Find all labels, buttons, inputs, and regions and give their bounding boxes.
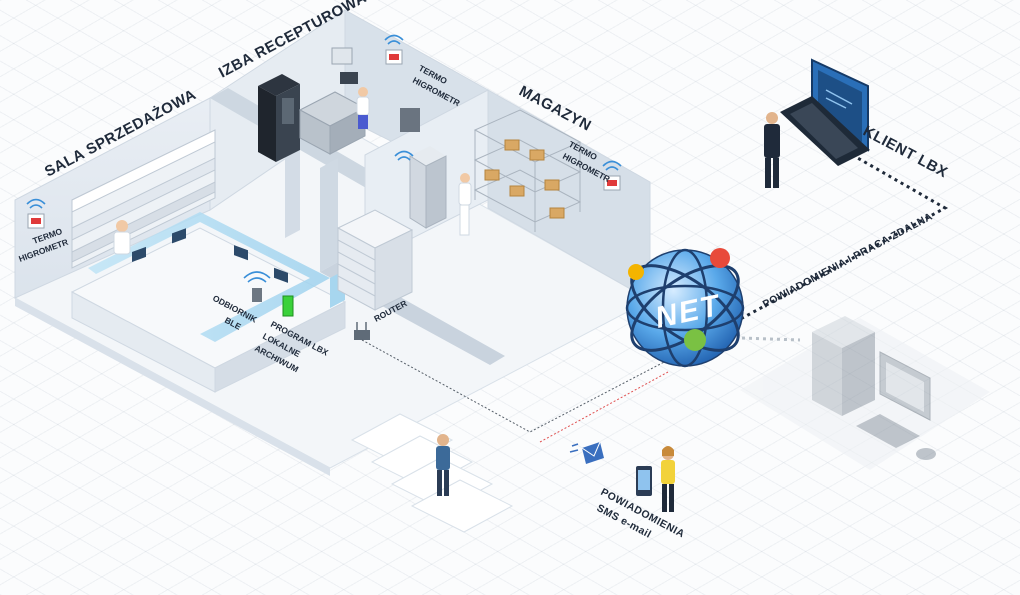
floor-edge-left [15,298,330,476]
net-globe [625,248,745,368]
remote-label: POWIADOMIENIA I PRACA ZDALNA [761,211,935,311]
line-net-to-pc [741,336,801,342]
sensor-prescription [384,34,404,65]
wall-partition [210,88,395,196]
program-lbx-device [282,295,294,317]
wall-warehouse-front [320,158,338,272]
ble-receiver-device [243,271,271,302]
phone-icon [636,466,652,496]
prescription-equipment [258,47,420,162]
sales-counter [70,212,347,393]
notification-recipient-figure [661,446,675,512]
drawer-cabinet [336,209,414,311]
remote-desktop-pc [740,316,990,470]
pharmacist-prescription [356,87,370,129]
entrance-steps [350,413,514,533]
sensor-fridge [394,150,414,161]
client-laptop [780,58,870,166]
warehouse-fridge [409,146,447,229]
warehouse-worker [458,173,472,236]
warehouse-shelves [473,109,582,232]
router-device [354,322,370,340]
wall-partition-2 [285,132,300,238]
client-user-figure [764,112,780,188]
sensor-warehouse [602,160,622,191]
counter-monitors [132,228,288,283]
shelving-sales [71,129,216,269]
pharmacist-figure [113,220,131,255]
line-sms [539,371,669,443]
sensor-sales [26,198,46,229]
client-label: KLIENT LBX [860,123,950,182]
line-net-to-client [734,143,949,324]
email-icon [569,441,604,464]
customer-figure [436,434,450,496]
